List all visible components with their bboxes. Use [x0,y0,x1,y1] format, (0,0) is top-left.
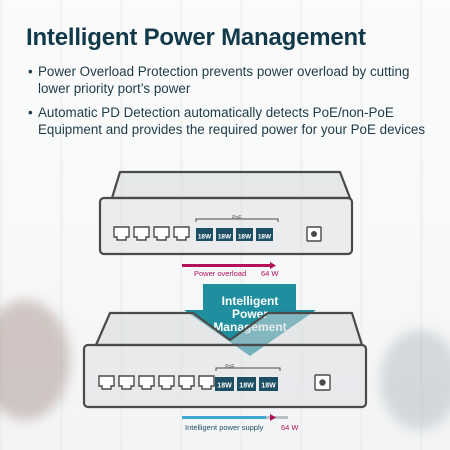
ethernet-port-icon [178,375,195,390]
overload-label: Power overload [194,269,246,278]
port-wattage-label: 18W [218,234,232,241]
ethernet-port-icon [158,375,175,390]
ethernet-port-icon [153,226,170,241]
switch-front-face [82,343,368,409]
supply-bar [182,416,266,419]
poe-group-label: PoE [225,364,235,370]
switch-front-face [98,196,354,256]
top-switch: PoE 18W 18W 18W 18W [98,170,354,256]
ethernet-port-icon [138,375,155,390]
bullet-overload-protection: Power Overload Protection prevents power… [28,64,428,97]
poe-port [216,228,233,241]
poe-port [236,228,253,241]
ethernet-ports [98,375,215,390]
down-arrow-icon [184,284,316,356]
port-wattage-label: 18W [261,383,276,390]
overload-bar [182,264,270,267]
ethernet-port-icon [118,375,135,390]
supply-label: Intelligent power supply [185,423,264,432]
port-wattage-label: 18W [238,234,252,241]
overload-bar-arrow-icon [270,262,276,269]
port-wattage-label: 18W [258,234,272,241]
feature-list: Power Overload Protection prevents power… [28,64,428,146]
power-button-icon [311,231,317,237]
ethernet-port-icon [173,226,190,241]
poe-group-label: PoE [232,215,242,221]
background-blur [380,330,450,430]
supply-limit-arrow-icon [270,414,276,421]
bullet-pd-detection: Automatic PD Detection automatically det… [28,105,428,138]
power-button-icon [319,379,326,386]
port-wattage-label: 18W [198,234,212,241]
bottom-switch: PoE 18W 18W 18W [82,311,368,409]
supply-value: 64 W [281,423,299,432]
arrow-text-line: Power [232,307,268,321]
arrow-text-line: Intelligent [222,294,279,308]
page-title: Intelligent Power Management [26,24,366,51]
poe-port [259,377,278,391]
poe-port [215,377,234,391]
poe-port [237,377,256,391]
poe-bracket [215,367,281,371]
port-wattage-label: 18W [217,383,232,390]
overload-value: 64 W [261,269,279,278]
poe-port [196,228,213,241]
ethernet-port-icon [98,375,115,390]
switch-top-face [110,170,352,200]
poe-bracket [195,218,279,222]
poe-ports: 18W 18W 18W 18W [196,228,273,241]
overload-indicator: Power overload 64 W [182,262,279,278]
poe-port [256,228,273,241]
ethernet-ports [113,226,190,241]
ethernet-port-icon [133,226,150,241]
ethernet-port-icon [113,226,130,241]
supply-bar-remaining [266,416,288,419]
port-wattage-label: 18W [239,383,254,390]
ethernet-port-icon [198,375,215,390]
background-blur [0,300,70,420]
poe-ports: 18W 18W 18W [215,377,278,391]
supply-indicator: Intelligent power supply 64 W [182,414,299,432]
